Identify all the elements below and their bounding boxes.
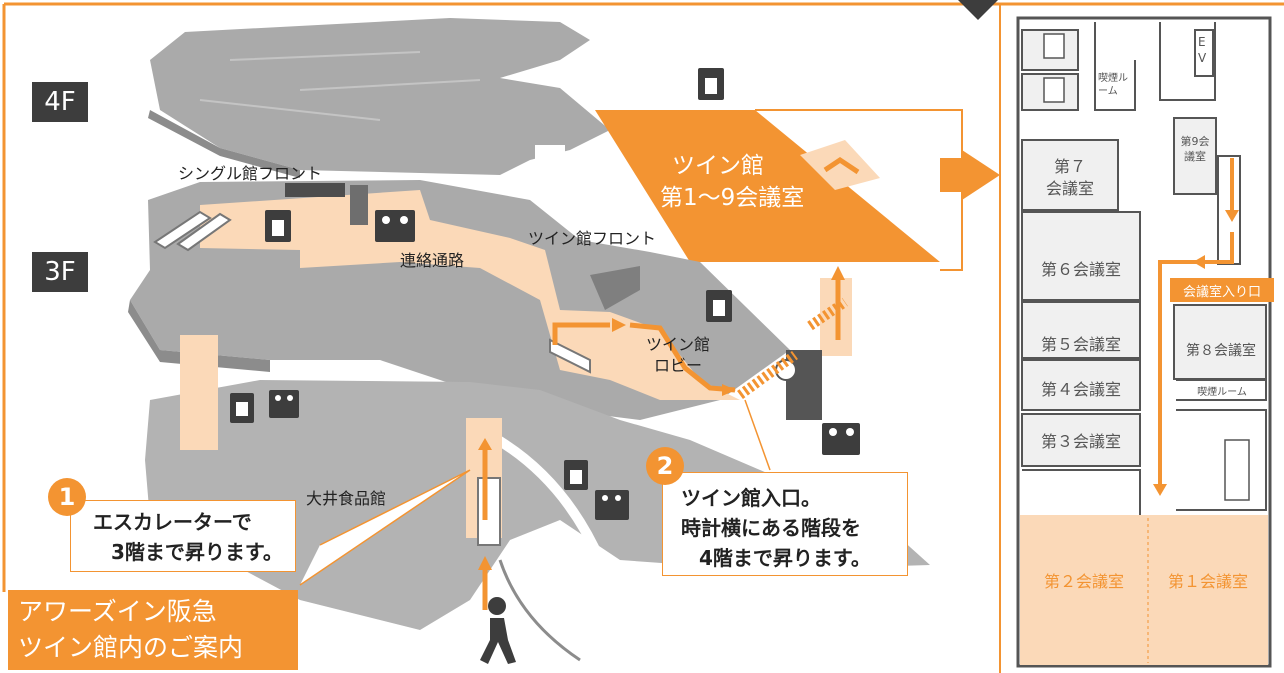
floor-label-4f: 4F bbox=[32, 82, 88, 122]
room3-label: 第３会議室 bbox=[1040, 432, 1121, 451]
page-title: アワーズイン阪急ツイン館内のご案内 bbox=[8, 590, 298, 670]
floor-label-3f: 3F bbox=[32, 252, 88, 292]
floor-4f bbox=[148, 18, 610, 178]
room4-label: 第４会議室 bbox=[1040, 380, 1121, 399]
entrance-label-bg bbox=[1170, 278, 1274, 302]
arrow-right-icon bbox=[962, 150, 1000, 200]
twin-front-label: ツイン館フロント bbox=[528, 229, 657, 248]
food-hall-label: 大井食品館 bbox=[306, 489, 387, 508]
step2-callout: ツイン館入口。 時計横にある階段を 4階まで昇ります。 bbox=[662, 472, 908, 576]
room5-label: 第５会議室 bbox=[1040, 335, 1121, 354]
floor-plan bbox=[1016, 16, 1274, 668]
walking-person-icon bbox=[480, 597, 516, 664]
conference-entrance-label: 会議室入り口 bbox=[1182, 285, 1261, 300]
smoking-room-label-2: 喫煙ルーム bbox=[1197, 387, 1247, 398]
ev-label: EV bbox=[1198, 35, 1207, 65]
floor-3f bbox=[128, 180, 790, 420]
twin-lobby-label: ツイン館ロビー bbox=[645, 335, 710, 375]
room8-label: 第８会議室 bbox=[1186, 343, 1256, 359]
step1-callout: エスカレーターで 3階まで昇ります。 bbox=[70, 500, 296, 572]
pointer-triangle-icon bbox=[958, 0, 998, 20]
twin-rooms-label: ツイン館第1〜9会議室 bbox=[660, 153, 805, 211]
corridor-label: 連絡通路 bbox=[400, 251, 465, 270]
twin-building-4f bbox=[595, 110, 940, 262]
room2-label: 第２会議室 bbox=[1043, 572, 1124, 591]
smoking-room-label-1: 喫煙ルーム bbox=[1098, 73, 1128, 97]
room1-label: 第１会議室 bbox=[1167, 572, 1248, 591]
room9-label: 第9会議室 bbox=[1180, 135, 1210, 163]
room6-label: 第６会議室 bbox=[1040, 260, 1121, 279]
step2-number: 2 bbox=[646, 447, 684, 485]
single-front-label: シングル館フロント bbox=[178, 164, 323, 183]
escalator-shaft-left bbox=[180, 335, 218, 450]
step1-number: 1 bbox=[48, 478, 86, 516]
